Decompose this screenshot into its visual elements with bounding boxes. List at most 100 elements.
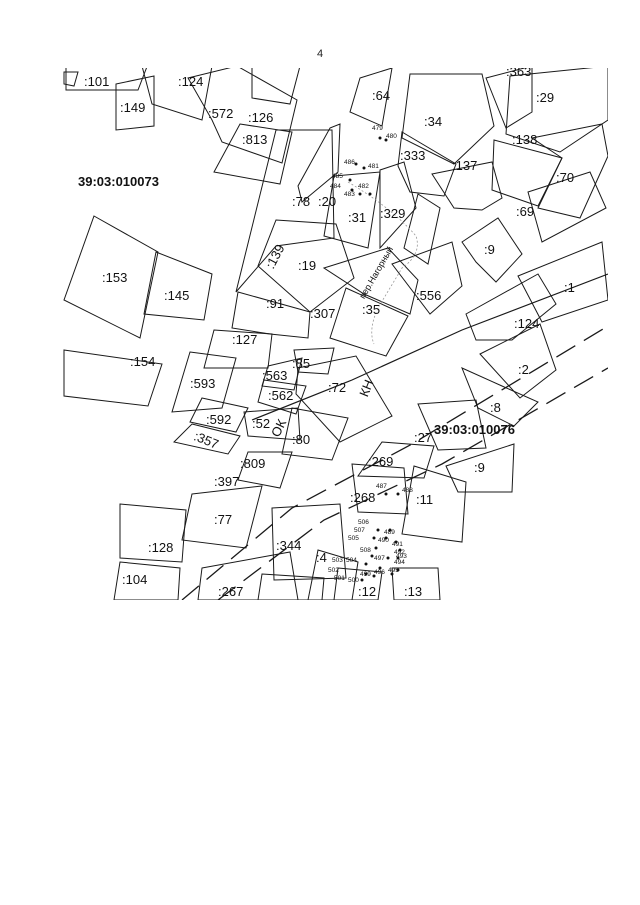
parcel-label: :8	[490, 400, 501, 415]
parcel-label: :333	[400, 148, 425, 163]
point-label: 495	[388, 567, 399, 574]
parcel-label: :149	[120, 100, 145, 115]
parcel-label: :9	[484, 242, 495, 257]
point-label: 481	[368, 163, 379, 170]
point-label: 502	[328, 567, 339, 574]
parcel-label: :19	[298, 258, 316, 273]
point-label: 508	[360, 547, 371, 554]
point-label: 492	[394, 549, 405, 556]
point-label: 497	[374, 555, 385, 562]
point-label: 504	[346, 557, 357, 564]
parcel-label: :572	[208, 106, 233, 121]
point-label: 500	[348, 577, 359, 584]
parcel-label: :128	[148, 540, 173, 555]
parcel-label: :29	[536, 90, 554, 105]
parcel-label: :13	[404, 584, 422, 599]
parcel-label: :563	[262, 368, 287, 383]
parcel-label: :813	[242, 132, 267, 147]
parcel-boundaries	[63, 68, 608, 600]
parcel-label: :344	[276, 538, 301, 553]
point-label: 488	[402, 487, 413, 494]
point-label: 480	[386, 133, 397, 140]
road-lines	[181, 181, 608, 600]
parcel-label: :72	[328, 380, 346, 395]
point-label: 493	[396, 553, 407, 560]
point-label: 503	[332, 557, 343, 564]
building-labels: КН ОК	[268, 378, 376, 440]
parcel-label: :78	[292, 194, 310, 209]
parcel-label: :126	[248, 110, 273, 125]
parcel-label: :85	[292, 356, 310, 371]
parcel-label: :27	[414, 430, 432, 445]
block-label: 39:03:010076	[434, 422, 515, 437]
parcel-label: :31	[348, 210, 366, 225]
point-label: 496	[374, 569, 385, 576]
parcel-label: :104	[122, 572, 147, 587]
point-label: 485	[332, 173, 343, 180]
parcel-label: :11	[416, 492, 433, 507]
page-number: 4	[316, 48, 324, 60]
parcel-label: :124	[178, 74, 203, 89]
point-label: 490	[378, 537, 389, 544]
parcel-label: :363	[506, 68, 531, 79]
parcel-labels: :101 :124 :149 :572 :126 :813 :64 :363 :…	[84, 68, 575, 599]
parcel-label: :9	[474, 460, 485, 475]
street-label: пер.Нагорный	[357, 245, 395, 301]
point-label: 507	[354, 527, 365, 534]
parcel-label: :34	[424, 114, 442, 129]
point-label: 494	[394, 559, 405, 566]
parcel-label: :80	[292, 432, 310, 447]
parcel-label: :20	[318, 194, 336, 209]
parcel-label: :329	[380, 206, 405, 221]
point-label: 479	[372, 125, 383, 132]
point-label: 487	[376, 483, 387, 490]
parcel-label: :269	[368, 454, 393, 469]
cadastral-map: 479 480 486 481 485 484 482 483 487 488 …	[63, 68, 608, 600]
point-labels: 479 480 486 481 485 484 482 483 487 488 …	[328, 125, 413, 584]
point-label: 491	[392, 541, 403, 548]
parcel-label: :52	[252, 416, 270, 431]
parcel-label: :77	[214, 512, 232, 527]
parcel-label: :556	[416, 288, 441, 303]
parcel-label: :1	[564, 280, 575, 295]
point-label: 489	[384, 529, 395, 536]
parcel-label: :809	[240, 456, 265, 471]
block-labels: 39:03:010073 39:03:010076	[78, 174, 515, 437]
parcel-label: :307	[310, 306, 335, 321]
building-label: КН	[356, 378, 376, 399]
parcel-label: :91	[266, 296, 284, 311]
parcel-label: :593	[190, 376, 215, 391]
parcel-label: :153	[102, 270, 127, 285]
parcel-label: :562	[268, 388, 293, 403]
parcel-label: :70	[556, 170, 574, 185]
point-label: 484	[330, 183, 341, 190]
parcel-label: :64	[372, 88, 390, 103]
parcel-label: :592	[206, 412, 231, 427]
parcel-label: :145	[164, 288, 189, 303]
point-label: 505	[348, 535, 359, 542]
parcel-label: :397	[214, 474, 239, 489]
parcel-label: :101	[84, 74, 109, 89]
point-label: 486	[344, 159, 355, 166]
parcel-label: :154	[130, 354, 155, 369]
parcel-label: :138	[512, 132, 537, 147]
parcel-label: :267	[218, 584, 243, 599]
parcel-label: :35	[362, 302, 380, 317]
parcel-label: :268	[350, 490, 375, 505]
parcel-label: :127	[232, 332, 257, 347]
parcel-label: :124	[514, 316, 539, 331]
boundary-points	[348, 136, 402, 582]
parcel-label: :4	[316, 550, 327, 565]
point-label: 506	[358, 519, 369, 526]
point-label: 483	[344, 191, 355, 198]
parcel-label: :137	[452, 158, 477, 173]
point-label: 501	[334, 575, 345, 582]
block-label: 39:03:010073	[78, 174, 159, 189]
building-label: ОК	[268, 416, 289, 439]
parcel-label: :69	[516, 204, 534, 219]
point-label: 482	[358, 183, 369, 190]
point-label: 499	[360, 571, 371, 578]
parcel-label: :12	[358, 584, 376, 599]
parcel-label: :2	[518, 362, 529, 377]
parcel-label: :357	[192, 428, 221, 451]
